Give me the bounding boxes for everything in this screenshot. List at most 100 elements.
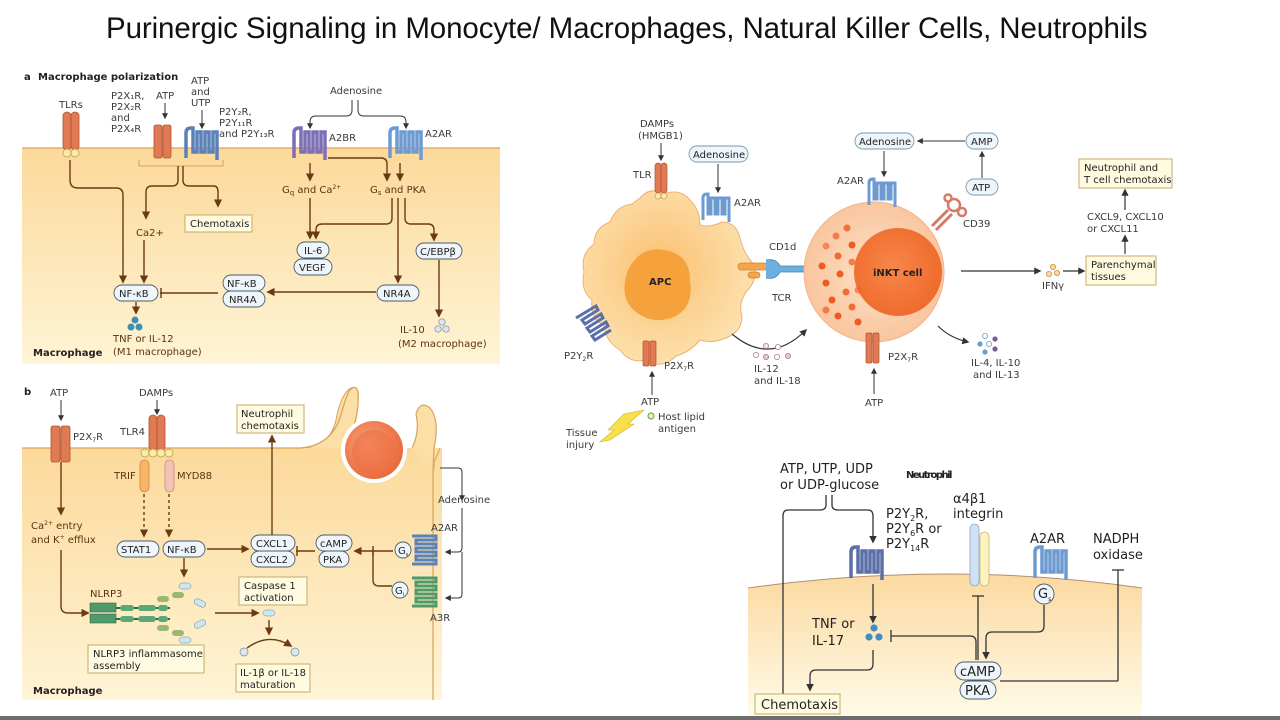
tlr-label-apc: TLR xyxy=(632,170,652,181)
integrin-label-1: α4β1 xyxy=(953,492,986,507)
tlr-receptor-icon-apc xyxy=(654,162,668,200)
a2ar-label-inkt: A2AR xyxy=(837,176,864,187)
chemotaxis-box-neutrophil xyxy=(754,693,841,715)
adenosine-label-apc: Adenosine xyxy=(693,150,745,161)
p2x7r-label-apc: P2X7R xyxy=(664,361,694,373)
integrin-beta-icon xyxy=(979,531,990,587)
cxcl1-label: CXCL1 xyxy=(256,539,288,550)
neutrophil-t-cell-box xyxy=(1078,158,1173,189)
p2x7r-label-b: P2X7R xyxy=(73,432,103,444)
p2x7r-label-inkt: P2X7R xyxy=(888,352,918,364)
myd88-label: MYD88 xyxy=(177,471,212,482)
integrin-label-2: integrin xyxy=(953,507,1003,522)
pka-node-b xyxy=(318,550,350,568)
p2x-label-1: P2X₁R, xyxy=(111,91,144,102)
inkt-nucleus xyxy=(854,228,942,316)
atp-label-b: ATP xyxy=(50,388,68,399)
maturation-box xyxy=(235,663,311,693)
tnf-label-2: (M1 macrophage) xyxy=(113,347,202,358)
il4-label-1: IL-4, IL-10 xyxy=(971,358,1020,369)
adenosine-node-top xyxy=(854,132,915,150)
tnf-label-1: TNF or IL-12 xyxy=(112,334,174,345)
parenchymal-label-1: Parenchymal xyxy=(1091,260,1156,271)
p2y-label-3: and P2Y₁₃R xyxy=(219,129,275,140)
panel-a-heading: Macrophage polarization xyxy=(38,72,178,83)
tissue-injury-1: Tissue xyxy=(565,428,598,439)
tlr4-label: TLR4 xyxy=(119,427,145,438)
lightning-injury-icon xyxy=(598,409,646,443)
p2x-receptor-icon xyxy=(153,124,172,159)
gq-ca-label: Gq and Ca2+ xyxy=(282,184,341,197)
p2y2r-gpcr-icon xyxy=(575,303,612,343)
ca-entry-label-1: Ca2+ entry xyxy=(31,520,83,532)
adenosine-label-top: Adenosine xyxy=(859,137,911,148)
nfkb-label-b: NF-κB xyxy=(167,545,197,556)
cxcl9-label-1: CXCL9, CXCL10 xyxy=(1087,212,1164,223)
gs-node-b xyxy=(394,541,412,559)
tcr-icon xyxy=(765,259,809,279)
atp-label-apc: ATP xyxy=(641,397,659,408)
damps-label-b: DAMPs xyxy=(139,388,173,399)
cxcl2-label: CXCL2 xyxy=(256,555,288,566)
maturation-label-2: maturation xyxy=(240,680,296,691)
apc-nucleus xyxy=(624,249,691,321)
host-lipid-1: Host lipid xyxy=(658,412,705,423)
panel-b-macrophage-inflammasome: b ATP P2X7R DAMPs TLR4 TRIF MYD88 Ca2+ e… xyxy=(22,386,490,700)
atp-node-top xyxy=(965,178,999,196)
a2br-gpcr-icon xyxy=(292,126,327,160)
cd39-enzyme-icon xyxy=(930,193,968,232)
atp-label-inkt: ATP xyxy=(865,398,883,409)
maturation-label-1: IL-1β or IL-18 xyxy=(240,668,306,679)
camp-node-neutrophil xyxy=(954,661,1002,681)
il12-arrow xyxy=(731,328,808,350)
p2y-neutrophil-2: P2Y6R or xyxy=(886,522,942,538)
caspase-label-2: activation xyxy=(244,593,294,604)
amp-label: AMP xyxy=(971,137,993,148)
bottom-bar xyxy=(0,716,1280,720)
nr4a-pair-node xyxy=(222,290,266,308)
cxcl2-node xyxy=(250,550,296,568)
inflammasome-label-1: NLRP3 inflammasome xyxy=(93,649,203,660)
il6-node xyxy=(296,241,330,259)
caspase-label-1: Caspase 1 xyxy=(244,581,296,592)
tcr-label: TCR xyxy=(771,293,792,304)
stat1-label: STAT1 xyxy=(121,545,151,556)
gi-node xyxy=(391,581,409,599)
a2ar-label-a: A2AR xyxy=(425,129,452,140)
atp-label-a: ATP xyxy=(156,91,174,102)
a2ar-gpcr-icon-b xyxy=(412,534,438,566)
a2ar-gpcr-icon-apc xyxy=(701,192,731,222)
p2x-label-4: P2X₄R xyxy=(111,124,141,135)
panel-a-macrophage-polarization: a Macrophage polarization TLRs P2X₁R, P2… xyxy=(22,72,500,364)
il4-label-2: and IL-13 xyxy=(973,370,1020,381)
nfkb-node-a xyxy=(113,284,159,302)
nlrp3-label: NLRP3 xyxy=(90,589,122,600)
inflammasome-box xyxy=(87,644,205,674)
il12-il18-cytokine-icon xyxy=(753,342,792,360)
neutrophil-membrane xyxy=(747,573,1143,589)
chemotaxis-box-a xyxy=(184,214,253,233)
p2x-label-2: P2X₂R xyxy=(111,102,141,113)
atp-utp-3: UTP xyxy=(191,98,210,109)
atp-utp-2: and xyxy=(191,87,210,98)
a2ar-label-apc: A2AR xyxy=(734,198,761,209)
ca-label-a: Ca2+ xyxy=(136,228,164,239)
chemotaxis-label-neutrophil: Chemotaxis xyxy=(761,698,838,713)
ifng-label: IFNγ xyxy=(1042,281,1064,292)
stat1-node xyxy=(116,540,160,558)
tnf-label-neutrophil-1: TNF or xyxy=(811,617,855,632)
apc-label: APC xyxy=(649,277,671,288)
neutrophil-chemotaxis-box-b xyxy=(236,404,305,434)
inkt-granules-icon xyxy=(818,224,862,326)
panel-inkt-apc: APC DAMPs (HMGB1) TLR Adenosine A2AR CD1… xyxy=(564,119,1173,451)
caspase1-icon xyxy=(262,609,276,617)
camp-label-neutrophil: cAMP xyxy=(960,665,995,680)
atp-utp-1: ATP xyxy=(191,76,209,87)
gs-label-b: Gs xyxy=(398,546,409,558)
nadph-label-1: NADPH xyxy=(1093,532,1139,547)
myd88-adaptor-icon xyxy=(164,459,175,493)
integrin-alpha-icon xyxy=(969,523,980,587)
nfkb-label-a: NF-κB xyxy=(119,289,149,300)
cd1d-icon xyxy=(737,262,769,271)
